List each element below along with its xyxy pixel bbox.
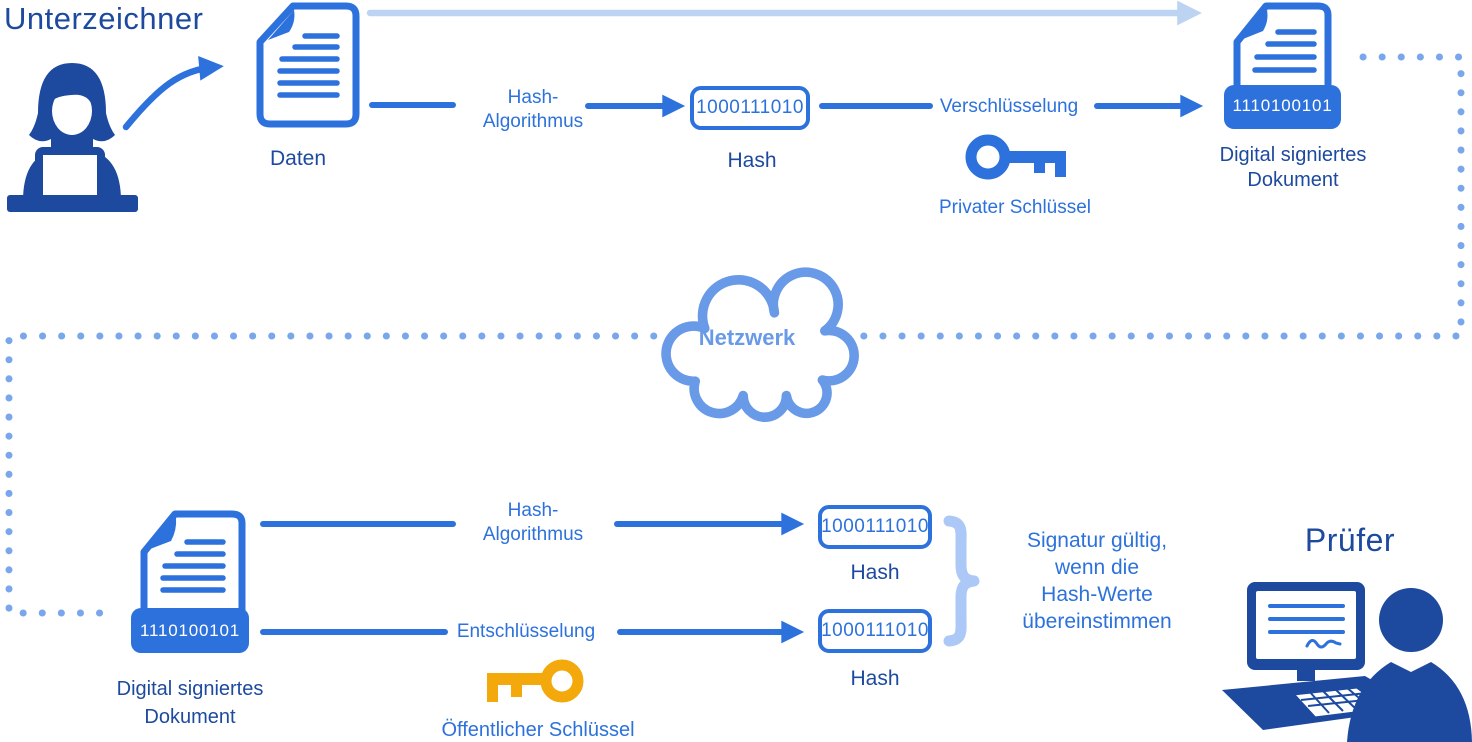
monitor-screen xyxy=(1256,591,1356,659)
woman-at-laptop-icon xyxy=(7,63,138,212)
comparison-brace xyxy=(943,515,980,647)
hash-algorithm-label-bottom: Hash- Algorithmus xyxy=(482,500,584,545)
hash-algorithm-label-top: Hash- Algorithmus xyxy=(482,87,584,132)
key-tooth-1 xyxy=(487,673,498,702)
decryption-label: Entschlüsselung xyxy=(456,621,596,642)
document-icon xyxy=(256,2,360,128)
signature-band xyxy=(1224,85,1341,129)
signed-document-label-bottom: Digital signiertes Dokument xyxy=(116,678,264,728)
desk xyxy=(7,195,138,212)
key-icon-gold xyxy=(487,659,584,703)
hash-label-bottom-2: Hash xyxy=(850,667,900,690)
hash-value-box-top: 1000111010 xyxy=(690,86,810,130)
screen-signature xyxy=(1305,639,1342,649)
key-tooth-2 xyxy=(1055,151,1066,177)
signed-document-value-top: 1110100101 xyxy=(1232,96,1333,115)
document-body xyxy=(1233,2,1332,97)
signature-validity-text: Signatur gültig, wenn die Hash-Werte übe… xyxy=(1022,529,1172,633)
signer-to-data-arrow xyxy=(122,56,224,131)
laptop-screen xyxy=(35,147,105,203)
document-fold xyxy=(268,10,295,40)
signed-document-icon-bottom xyxy=(131,510,249,653)
shoulders xyxy=(1347,662,1472,742)
man-at-computer-icon xyxy=(1222,582,1472,742)
document-fold xyxy=(1243,10,1268,39)
verifier-heading: Prüfer xyxy=(1304,522,1396,558)
public-key-label: Öffentlicher Schlüssel xyxy=(441,719,635,741)
signed-document-label-top: Digital signiertes Dokument xyxy=(1219,144,1367,191)
document-body xyxy=(256,2,360,128)
face xyxy=(52,87,92,135)
key-tooth-2 xyxy=(511,673,522,697)
network-label: Netzwerk xyxy=(698,325,796,350)
key-icon-blue xyxy=(965,134,1066,180)
key-tooth-1 xyxy=(1034,151,1045,173)
encryption-label: Verschlüsselung xyxy=(939,96,1079,117)
document-fold xyxy=(150,518,177,549)
monitor-stand xyxy=(1297,670,1315,681)
signer-heading: Unterzeichner xyxy=(4,1,204,36)
signed-document-value-bottom: 1110100101 xyxy=(139,621,241,640)
private-key-label: Privater Schlüssel xyxy=(938,197,1092,218)
hash-value-box-bottom-2: 1000111010 xyxy=(818,609,932,653)
head xyxy=(1379,588,1443,652)
bangs xyxy=(52,86,92,105)
data-document-label: Daten xyxy=(269,147,327,170)
key-bow xyxy=(540,659,584,703)
cloud-icon xyxy=(661,267,859,422)
hash-label-top: Hash xyxy=(727,149,777,172)
screen-text-lines xyxy=(1268,604,1345,634)
key-bow xyxy=(965,134,1011,180)
signature-band xyxy=(131,608,249,653)
signed-document-icon-top xyxy=(1224,2,1341,129)
document-text-lines xyxy=(160,539,226,593)
document-text-lines xyxy=(1252,29,1317,73)
hash-label-bottom-1: Hash xyxy=(850,561,900,584)
hash-value-box-bottom-1: 1000111010 xyxy=(818,505,932,549)
document-text-lines xyxy=(277,33,340,98)
